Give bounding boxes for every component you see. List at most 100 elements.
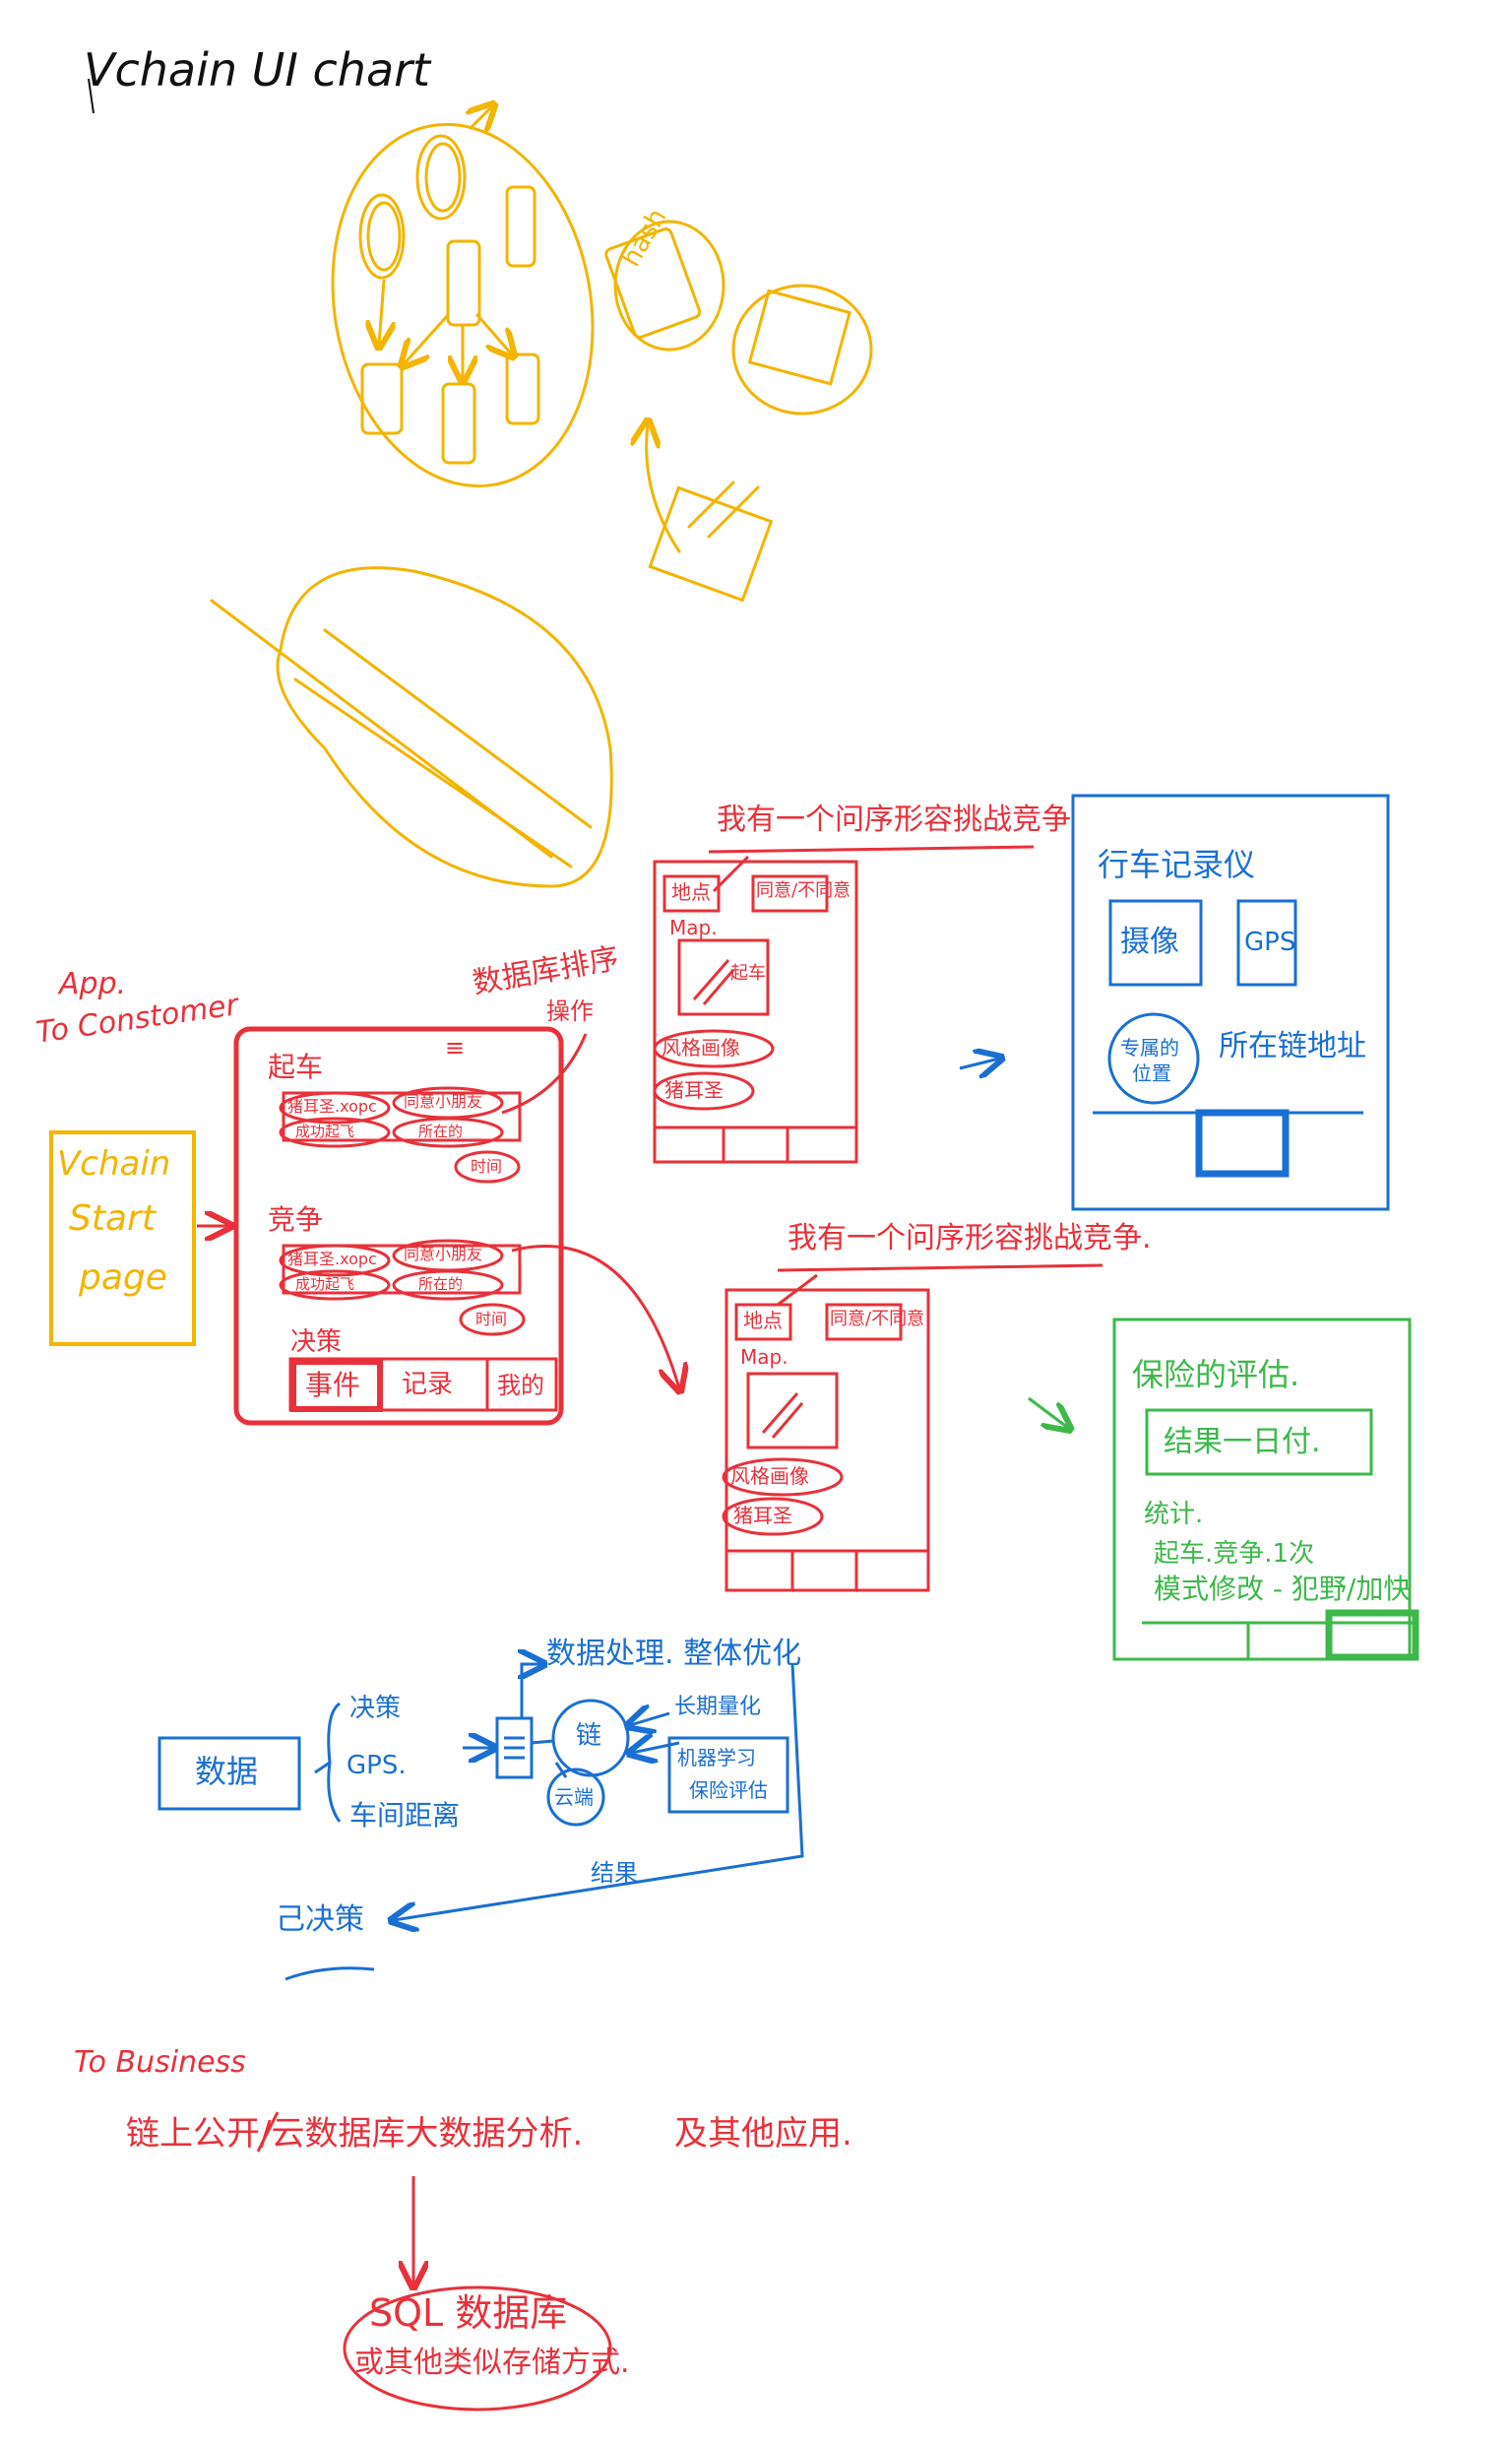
sql-oval [343,2285,612,2412]
menu-icon[interactable]: ≡ [445,1034,466,1061]
start-page-line2: Start [69,1198,156,1239]
main-pill-a1 [279,1091,391,1125]
detail2-field-a[interactable]: 地点 [743,1309,783,1332]
business-group [256,2111,612,2412]
yellow-cross-2 [707,485,760,539]
section2-pill-e[interactable]: 时间 [475,1310,508,1328]
input-distance: 车间距离 [349,1799,461,1832]
detail1-map-label: Map. [669,916,718,939]
yellow-cross-1 [687,481,735,529]
yellow-arrow-up [647,423,681,553]
detail2-map-line-2 [771,1402,804,1439]
section1-pill-a[interactable]: 猪耳圣.xopc [287,1097,377,1116]
yellow-ring-2 [415,134,467,221]
main-note-connector [501,1033,588,1115]
main-screen-group [233,1026,679,1426]
business-heading: To Business [74,2045,246,2080]
insurance-arrow [1028,1396,1068,1428]
main-pill-a2 [279,1244,391,1277]
section2-pill-c[interactable]: 成功起飞 [295,1275,355,1293]
detail2-map-label: Map. [740,1345,788,1369]
section2-pill-b[interactable]: 同意小朋友 [404,1245,483,1263]
insurance-tab-active [1325,1609,1419,1661]
insurance-stats-label: 统计. [1144,1500,1204,1529]
recorder-tab-active [1195,1109,1290,1178]
section1-pill-b[interactable]: 同意小朋友 [404,1092,483,1111]
yellow-block-4 [441,382,476,465]
processor-lines [504,1736,525,1760]
chain-link-2 [554,1762,568,1778]
detail2-map [746,1372,839,1449]
detail2-frame [724,1288,930,1592]
recorder-btn-a [1108,899,1203,987]
section-label-2: 竞争 [268,1203,324,1236]
main-pill-e1 [454,1150,521,1184]
yellow-block-3 [360,362,404,435]
recorder-screen-group [959,794,1390,1211]
detail1-field-a[interactable]: 地点 [671,880,711,904]
yellow-block-2 [505,185,536,268]
decision-out: 己决策 [276,1902,364,1937]
main-pill-d1 [392,1117,504,1148]
recorder-arrow [959,1059,999,1068]
yellow-small-oval [731,284,873,416]
main-pill-c2 [279,1269,391,1301]
processor-box [495,1716,534,1779]
detail2-pill-b[interactable]: 猪耳圣 [733,1504,792,1527]
start-page-line1: Vchain [57,1144,171,1184]
section-label-1: 起车 [268,1051,324,1083]
main-tab-active [290,1359,383,1412]
yellow-hash-oval [613,220,725,352]
period-label: 长期量化 [674,1695,762,1719]
detail1-map-line-2 [702,969,735,1005]
recorder-circle-line2[interactable]: 位置 [1132,1061,1171,1085]
detail2-pill-a[interactable]: 风格画像 [730,1464,809,1488]
app-heading-line1: App. [59,967,127,1001]
insurance-mode-line: 模式修改 - 犯野/加快 [1154,1573,1412,1605]
section2-pill-d[interactable]: 所在的 [418,1275,464,1293]
recorder-btn-b[interactable]: GPS [1244,928,1296,957]
recorder-btn-a[interactable]: 摄像 [1120,925,1179,959]
detail-screen-1-group [653,845,1035,1164]
tab-mine[interactable]: 我的 [497,1372,544,1399]
ml-box [667,1736,789,1814]
detail1-field-b[interactable]: 同意/不同意 [756,880,851,901]
section1-pill-e[interactable]: 时间 [471,1157,503,1176]
recorder-circle-line1[interactable]: 专属的 [1120,1036,1179,1060]
recorder-btn-b [1236,899,1297,987]
tab-events[interactable]: 事件 [305,1369,361,1401]
detail1-pill-a[interactable]: 风格画像 [662,1036,740,1060]
recorder-circle [1107,1012,1200,1105]
recorder-chain-addr: 所在链地址 [1219,1029,1366,1063]
yellow-leaf-stroke-2 [293,677,573,868]
insurance-result-box [1145,1408,1373,1476]
input-gps: GPS. [346,1751,407,1780]
detail2-field-b [825,1303,903,1341]
section1-pill-d[interactable]: 所在的 [418,1123,464,1140]
detail1-pill-b[interactable]: 猪耳圣 [664,1078,724,1102]
detail2-map-line-1 [761,1392,799,1434]
insurance-frame [1112,1318,1412,1661]
ml-arrow [632,1743,680,1753]
start-page-box [49,1130,196,1346]
detail1-pill-a [653,1029,775,1068]
business-other: 及其他应用. [674,2114,852,2154]
top-note-line [522,1664,541,1718]
recorder-frame [1071,794,1390,1211]
business-slash [256,2111,280,2153]
detail2-field-b[interactable]: 同意/不同意 [830,1309,925,1329]
main-screen-frame [233,1026,564,1426]
yellow-link-3 [404,313,450,364]
insurance-title: 保险的评估. [1132,1356,1300,1393]
yellow-tilted-box [648,485,774,603]
yellow-block-1 [446,239,481,327]
insurance-result[interactable]: 结果一日付. [1164,1425,1321,1459]
section2-pill-a[interactable]: 猪耳圣.xopc [287,1250,377,1268]
main-to-detail2 [511,1245,679,1389]
data-box-label: 数据 [195,1753,259,1790]
input-decision: 决策 [349,1694,402,1723]
tab-records[interactable]: 记录 [402,1370,454,1399]
section1-pill-c[interactable]: 成功起飞 [295,1123,355,1140]
yellow-small-box [747,289,851,386]
